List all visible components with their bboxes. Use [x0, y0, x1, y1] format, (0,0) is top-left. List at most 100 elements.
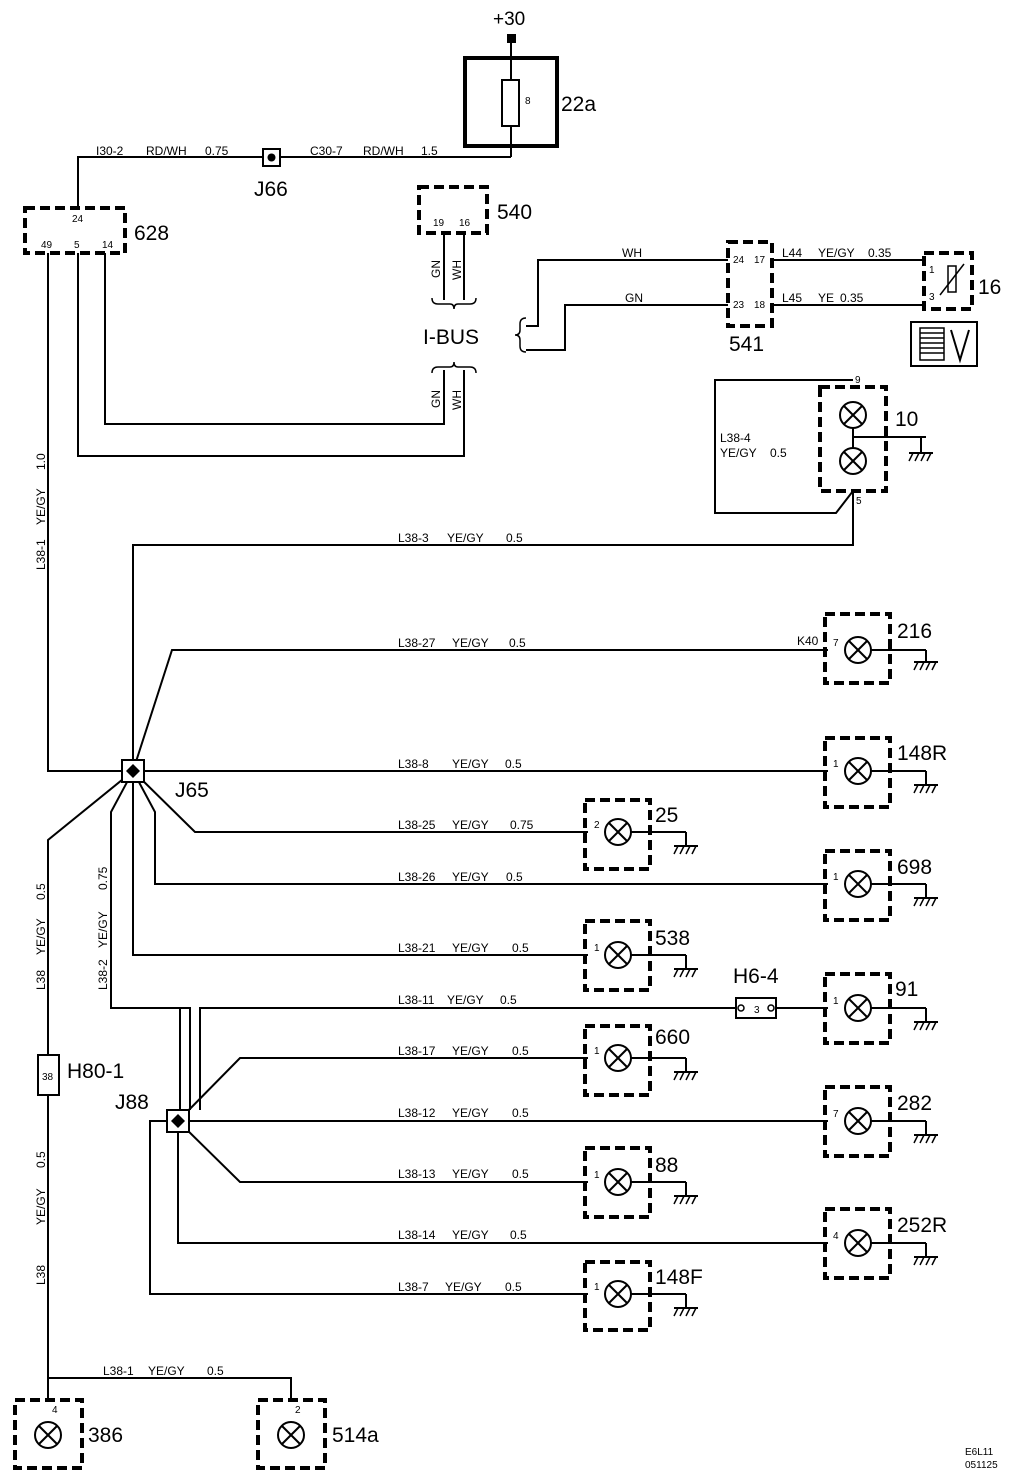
fuel-level-icon: [910, 321, 978, 367]
ibus-lower-brace: [431, 361, 477, 374]
wire-l38-21-color: YE/GY: [452, 941, 489, 955]
wire-l38-12-color: YE/GY: [452, 1106, 489, 1120]
wire-l38-4-size: 0.5: [770, 446, 787, 460]
wire-l38-lower-code: L38: [34, 1265, 48, 1285]
wire-l38-7-color: YE/GY: [445, 1280, 482, 1294]
lamp-282-label: 282: [897, 1092, 932, 1115]
module-541-pin-17: 17: [754, 255, 766, 266]
lamp-698-pin: 1: [833, 872, 839, 883]
lamp-unit-282: [823, 1085, 939, 1158]
ibus-upper-brace: [431, 297, 477, 310]
wire-l38-upper-code: L38: [34, 970, 48, 990]
lamp-unit-514a: [256, 1398, 327, 1470]
wire-l38-1-bottom-code: L38-1: [103, 1364, 134, 1378]
lamp-25-pin: 2: [594, 820, 600, 831]
sensor-16-label: 16: [978, 276, 1001, 299]
wire-wh-label: WH: [622, 246, 642, 260]
wire-l45-code: L45: [782, 291, 802, 305]
lamp-unit-538: [583, 919, 699, 992]
module-541-label: 541: [729, 333, 764, 356]
wire-l38-upper-color: YE/GY: [34, 918, 48, 955]
lamp-unit-88: [583, 1146, 699, 1219]
wire-l38-11-code: L38-11: [398, 993, 435, 1007]
lamp-252r-label: 252R: [897, 1214, 947, 1237]
lamp-148f-icon: [604, 1280, 632, 1308]
lamp-660-label: 660: [655, 1026, 690, 1049]
wire-l38-27-size: 0.5: [509, 636, 526, 650]
lamp-386-icon: [34, 1421, 62, 1449]
lamp-252r-pin: 4: [833, 1231, 839, 1242]
doc-ref-line2: 051125: [965, 1460, 998, 1471]
wire-l38-27-code: L38-27: [398, 636, 436, 650]
module-541: [726, 240, 774, 328]
lamp-91-icon: [844, 994, 872, 1022]
lamp-unit-660: [583, 1024, 699, 1097]
wire-l38-4-color: YE/GY: [720, 446, 757, 460]
ibus-lower-gn: GN: [429, 390, 443, 408]
wire-l38-12-size: 0.5: [512, 1106, 529, 1120]
lamp-698-icon: [844, 870, 872, 898]
wire-l38-lower-color: YE/GY: [34, 1188, 48, 1225]
lamp-unit-386: [13, 1398, 84, 1470]
j88-label: J88: [115, 1091, 149, 1114]
wire-l38-upper-size: 0.5: [34, 883, 48, 900]
wire-l38-1-bottom-color: YE/GY: [148, 1364, 185, 1378]
wire-l38-2-color: YE/GY: [96, 911, 110, 948]
lamp-216-icon: [844, 636, 872, 664]
lamp-91-label: 91: [895, 978, 918, 1001]
wire-l38-17-color: YE/GY: [452, 1044, 489, 1058]
wire-l38-8-size: 0.5: [505, 757, 522, 771]
wire-i30-2-code: I30-2: [96, 144, 124, 158]
wire-l38-1-bottom-size: 0.5: [207, 1364, 224, 1378]
wire-c30-7-code: C30-7: [310, 144, 343, 158]
wire-c30-7-color: RD/WH: [363, 144, 404, 158]
lamp-386-pin: 4: [52, 1405, 58, 1416]
lamp-unit-216: [823, 612, 939, 685]
lamp-unit-10-label: 10: [895, 408, 918, 431]
fuse-icon: [501, 79, 520, 127]
module-541-pin-18: 18: [754, 300, 766, 311]
wire-l38-14-color: YE/GY: [452, 1228, 489, 1242]
lamp-514a-icon: [277, 1421, 305, 1449]
wire-l38-8-color: YE/GY: [452, 757, 489, 771]
lamp-216-extra: K40: [797, 634, 819, 648]
wire-l45-color: YE: [818, 291, 834, 305]
lamp-unit-252r: [823, 1207, 939, 1280]
wire-l38-2-size: 0.75: [96, 866, 110, 890]
wire-l38-2-code: L38-2: [96, 959, 110, 990]
sensor-16-pin-3: 3: [929, 292, 935, 303]
wire-l38-3-size: 0.5: [506, 531, 523, 545]
lamp-148r-label: 148R: [897, 742, 947, 765]
wire-l38-4-code: L38-4: [720, 431, 751, 445]
lamp-216-label: 216: [897, 620, 932, 643]
lamp-91-pin: 1: [833, 996, 839, 1007]
wire-l38-26-size: 0.5: [506, 870, 523, 884]
lamp-88-pin: 1: [594, 1170, 600, 1181]
wire-l38-7-size: 0.5: [505, 1280, 522, 1294]
wire-l38-21-size: 0.5: [512, 941, 529, 955]
lamp-unit-148f: [583, 1260, 699, 1332]
wire-l38-3-color: YE/GY: [447, 531, 484, 545]
lamp-252r-icon: [844, 1229, 872, 1257]
module-540-pin-a: 19: [433, 218, 445, 229]
wire-l44-code: L44: [782, 246, 802, 260]
sensor-16: [922, 251, 974, 311]
wire-l38-1-color: YE/GY: [34, 488, 48, 525]
lamp-25-icon: [604, 818, 632, 846]
wire-l44-color: YE/GY: [818, 246, 855, 260]
lamp-10-upper-icon: [839, 401, 867, 429]
lamp-148f-pin: 1: [594, 1282, 600, 1293]
sensor-16-pin-1: 1: [929, 265, 935, 276]
module-628: [23, 206, 127, 255]
wire-l38-25-size: 0.75: [510, 818, 534, 832]
ibus-label: I-BUS: [423, 326, 479, 349]
supply-label: +30: [493, 9, 525, 30]
lamp-148r-pin: 1: [833, 759, 839, 770]
wire-l38-14-code: L38-14: [398, 1228, 436, 1242]
module-541-pin-24: 24: [733, 255, 745, 266]
wire-l38-lower-size: 0.5: [34, 1151, 48, 1168]
wire-l38-13-size: 0.5: [512, 1167, 529, 1181]
wire-l38-17-size: 0.5: [512, 1044, 529, 1058]
wire-i30-2-size: 0.75: [205, 144, 229, 158]
